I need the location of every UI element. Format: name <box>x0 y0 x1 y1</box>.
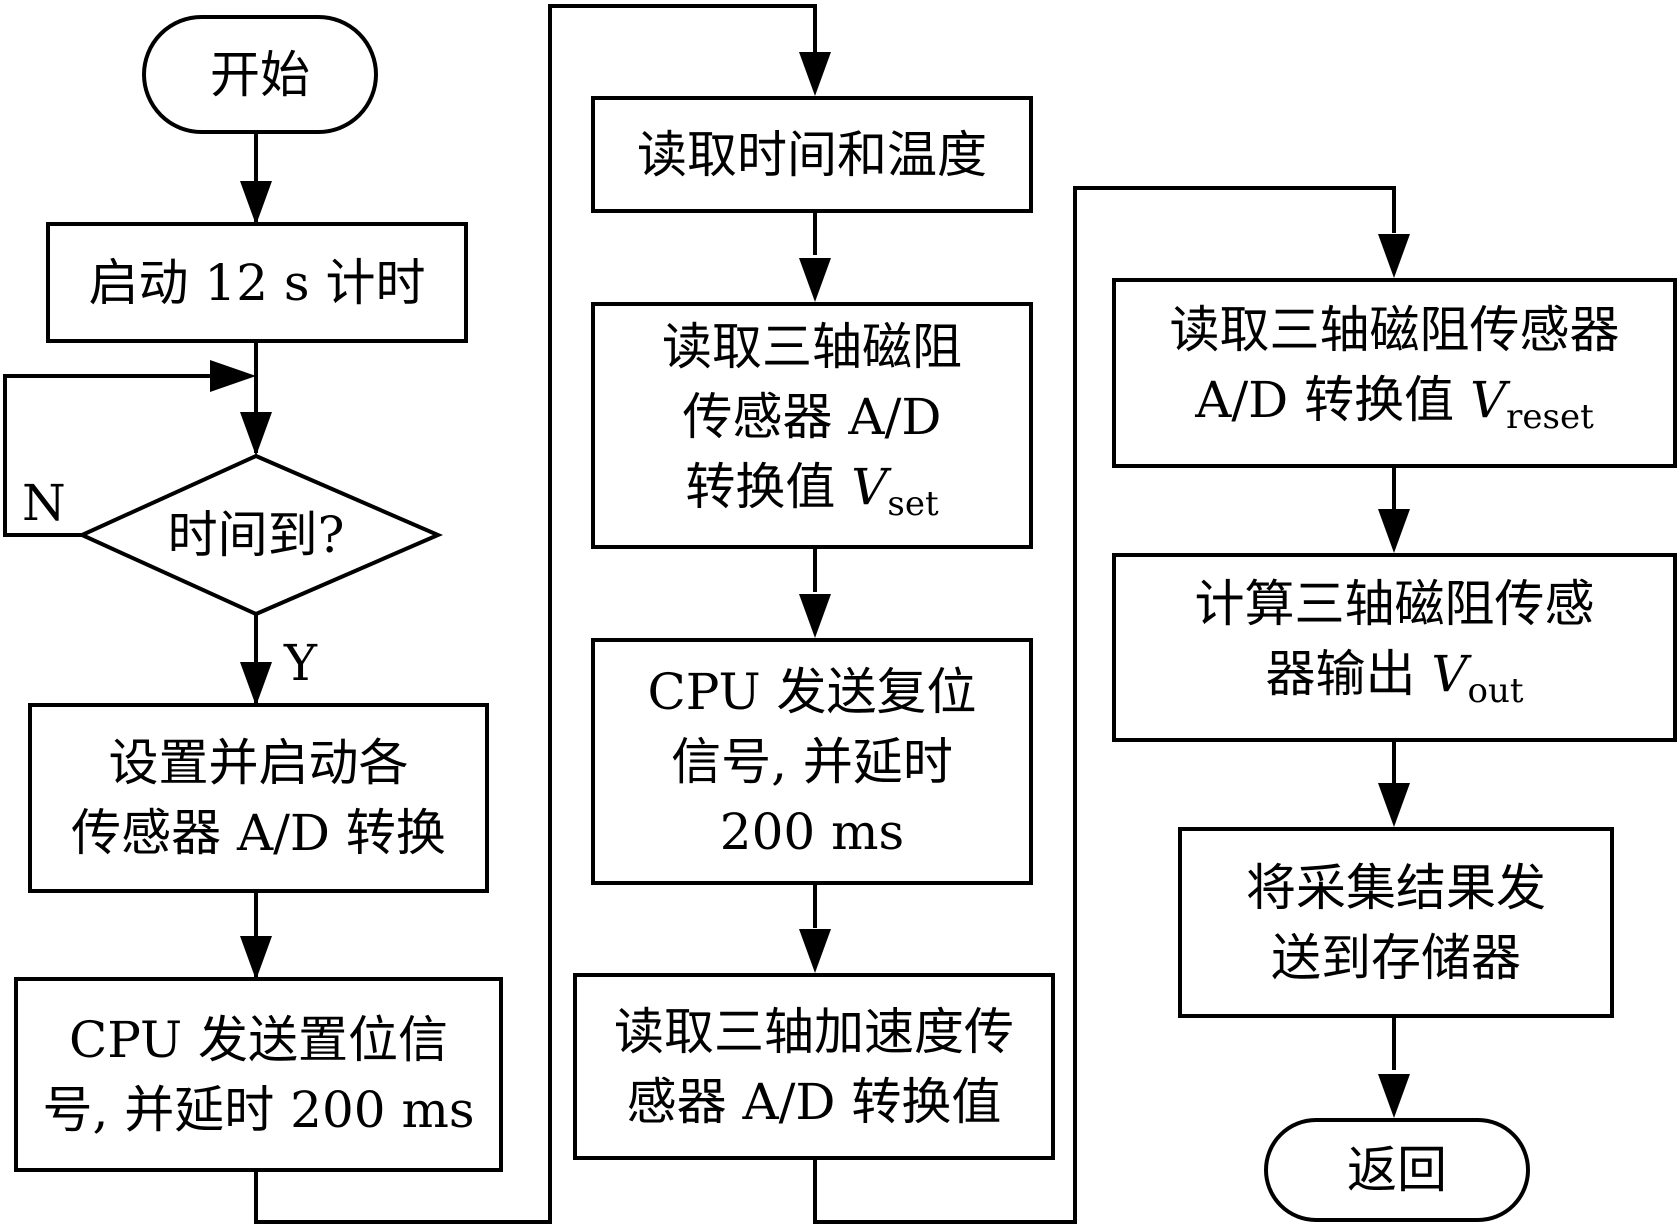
arrowhead <box>1378 783 1410 827</box>
send-storage-text-line: 送到存储器 <box>1271 928 1521 987</box>
arrowhead <box>240 412 272 456</box>
compute-vout-prefix: 器输出 <box>1265 645 1432 704</box>
yes-label: Y <box>284 634 318 692</box>
arrowhead <box>240 181 272 225</box>
arrowhead <box>240 936 272 980</box>
no-label: N <box>22 474 66 532</box>
cpu-reset-box: CPU 发送复位 信号, 并延时 200 ms <box>591 638 1033 885</box>
compute-vout-box: 计算三轴磁阻传感 器输出 Vout <box>1112 553 1677 742</box>
start-terminal: 开始 <box>142 15 378 134</box>
read-vreset-text-line: A/D 转换值 Vreset <box>1170 365 1620 452</box>
arrowhead <box>799 594 831 638</box>
read-vset-text-line: 转换值 Vset <box>662 452 962 539</box>
variable-subscript: out <box>1467 670 1524 711</box>
timer-box: 启动 12 s 计时 <box>46 222 468 343</box>
setup-text-line: 设置并启动各 <box>108 734 409 792</box>
arrowhead <box>1378 509 1410 553</box>
read-accel-box: 读取三轴加速度传 感器 A/D 转换值 <box>573 973 1055 1160</box>
arrowhead <box>799 929 831 973</box>
send-storage-box: 将采集结果发 送到存储器 <box>1178 827 1614 1018</box>
read-vset-text-line: 读取三轴磁阻 <box>662 318 962 377</box>
read-vreset-text-line: 读取三轴磁阻传感器 <box>1169 300 1620 359</box>
send-storage-text-line: 将采集结果发 <box>1246 858 1546 917</box>
read-vreset-box: 读取三轴磁阻传感器 A/D 转换值 Vreset <box>1112 278 1677 468</box>
read-time-temp-text: 读取时间和温度 <box>637 125 987 184</box>
decision-text: 时间到? <box>167 506 345 564</box>
read-vreset-prefix: A/D 转换值 <box>1195 370 1471 429</box>
variable-subscript: reset <box>1506 396 1594 437</box>
arrowhead <box>799 258 831 302</box>
connector-col2-to-col3 <box>813 186 1396 1224</box>
read-accel-text-line: 读取三轴加速度传 <box>614 1002 1014 1061</box>
read-time-temp-box: 读取时间和温度 <box>591 96 1033 213</box>
variable-v: V <box>851 458 888 517</box>
setup-text-line: 传感器 A/D 转换 <box>71 804 446 862</box>
cpu-reset-text-line: 信号, 并延时 <box>671 732 953 791</box>
arrowhead <box>799 52 831 96</box>
decision-diamond <box>77 453 444 617</box>
return-text: 返回 <box>1347 1141 1447 1199</box>
cpu-set-text-line: CPU 发送置位信 <box>68 1010 449 1069</box>
setup-box: 设置并启动各 传感器 A/D 转换 <box>28 703 489 893</box>
variable-v: V <box>1470 370 1507 429</box>
arrowhead <box>1378 234 1410 278</box>
return-terminal: 返回 <box>1264 1118 1530 1222</box>
arrowhead <box>1378 1074 1410 1118</box>
cpu-set-text-line: 号, 并延时 200 ms <box>42 1080 475 1139</box>
variable-v: V <box>1431 645 1468 704</box>
read-accel-text-line: 感器 A/D 转换值 <box>626 1072 1002 1131</box>
compute-vout-text-line: 器输出 Vout <box>1195 639 1595 726</box>
loop-no-path <box>3 374 215 537</box>
compute-vout-text-line: 计算三轴磁阻传感 <box>1194 575 1595 634</box>
arrowhead <box>210 360 256 392</box>
timer-text: 启动 12 s 计时 <box>88 253 426 312</box>
read-vset-box: 读取三轴磁阻 传感器 A/D 转换值 Vset <box>591 302 1033 549</box>
variable-subscript: set <box>887 483 939 524</box>
read-vset-text-line: 传感器 A/D <box>682 388 942 447</box>
cpu-reset-text-line: 200 ms <box>719 802 905 861</box>
connector-col1-to-col2 <box>254 4 817 1224</box>
cpu-set-box: CPU 发送置位信 号, 并延时 200 ms <box>14 977 503 1172</box>
arrowhead <box>240 662 272 706</box>
start-text: 开始 <box>210 45 310 104</box>
cpu-reset-text-line: CPU 发送复位 <box>647 662 977 721</box>
read-vset-prefix: 转换值 <box>685 458 852 517</box>
